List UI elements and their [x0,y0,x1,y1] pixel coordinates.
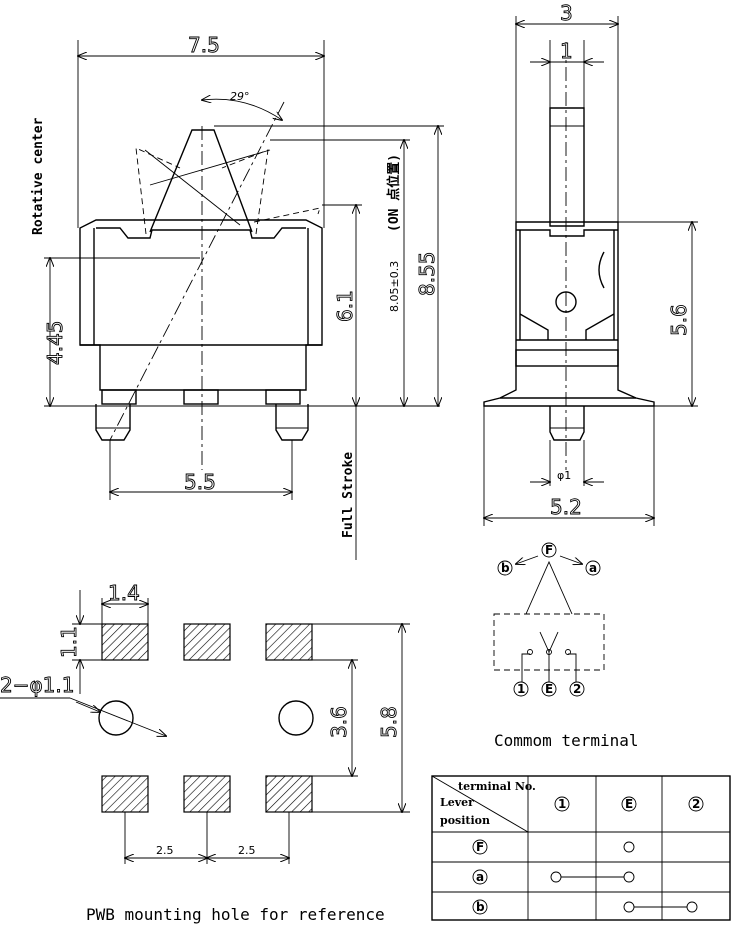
switching-table: terminal No. Lever position 1 E 2 F a b [431,775,731,921]
mounting-hole-left [98,700,134,736]
dim-full-stroke: 6.1 [333,290,357,322]
pwb-caption: PWB mounting hole for reference [86,905,385,924]
contact-f-e [623,841,635,853]
dim-base-width: 5.2 [550,495,582,519]
circuit-label-b: b [501,561,510,575]
dim-inner: 3.6 [327,706,351,738]
contact-b-2 [686,901,698,913]
circuit-caption: Commom terminal [494,731,639,750]
terminal-2-label: 2 [573,682,581,696]
circuit-diagram: F b a 1 E 2 Commom terminal [493,542,639,750]
dim-on-height: 8.05±0.3 [388,261,401,312]
table-row-b: b [476,900,485,914]
front-view: 7.5 29° 4.45 6.1 8.05±0.3 (ON 点位置) 8.55 … [31,33,444,560]
table-header-terminal: terminal No. [458,780,536,793]
circuit-label-f: F [545,543,553,557]
pad-top-left [101,623,149,661]
dim-pitch-1: 2.5 [156,844,174,857]
dim-hole: 2−φ1.1 [0,673,74,697]
pad-top-right [265,623,313,661]
circuit-label-a: a [589,561,597,575]
table-row-f: F [476,840,484,854]
dim-pin-pitch: 5.5 [184,470,216,494]
table-col-2: 2 [692,797,700,811]
dim-outer: 5.8 [377,706,401,738]
pad-bottom-left [101,775,149,813]
terminal-1-label: 1 [517,682,525,696]
terminal-e-label: E [545,682,553,696]
dim-rotative-height: 4.45 [43,320,67,365]
dim-width-7-5: 7.5 [188,33,220,57]
dim-angle: 29° [230,90,250,103]
dim-lever-width: 1 [560,39,573,63]
dim-pitch-2: 2.5 [238,844,256,857]
dim-body-height: 5.6 [667,304,691,336]
table-header-lever-1: Lever [440,796,474,809]
dim-pin-dia: φ1 [557,469,571,482]
pad-bottom-right [265,775,313,813]
pad-top-middle [183,623,231,661]
table-header-lever-2: position [440,814,490,827]
side-view: 3 1 5.6 φ1 5.2 [484,1,698,526]
contact-b-e [623,901,635,913]
dim-total-height: 8.55 [415,251,439,296]
dim-pad-height: 1.1 [57,626,81,658]
dim-width-top: 3 [560,1,573,25]
label-rotative-center: Rotative center [31,117,46,235]
pad-bottom-middle [183,775,231,813]
table-col-e: E [625,797,633,811]
label-full-stroke: Full Stroke [341,452,356,538]
contact-a-1 [550,871,562,883]
contact-a-e [623,871,635,883]
table-col-1: 1 [558,797,566,811]
dim-pad-width: 1.4 [108,581,140,605]
table-row-a: a [476,870,484,884]
pwb-layout: 1.4 1.1 2−φ1.1 3.6 5.8 2.5 2.5 PWB mount… [0,581,410,924]
mounting-hole-right [278,700,314,736]
on-position-note: (ON 点位置) [386,154,402,232]
